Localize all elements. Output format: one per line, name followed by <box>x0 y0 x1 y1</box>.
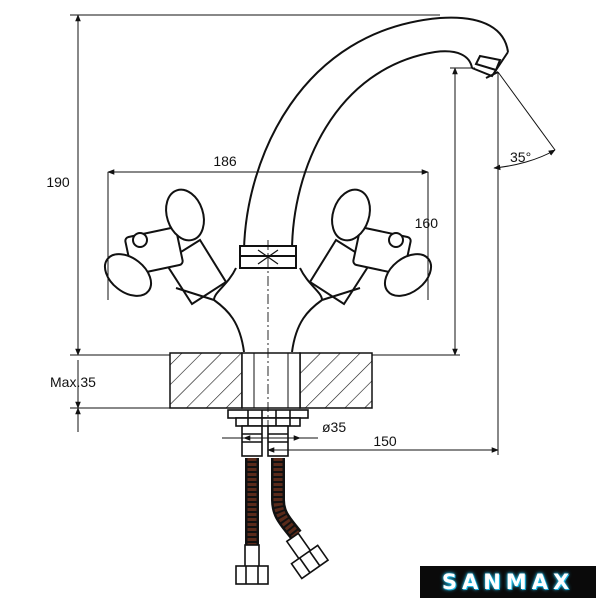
dimension-160: 160 <box>415 215 439 231</box>
dimension-190: 190 <box>46 174 70 190</box>
faucet-body <box>213 245 323 353</box>
dimension-max-35: Max.35 <box>50 374 96 390</box>
spout <box>243 16 509 253</box>
dimension-186: 186 <box>213 153 237 169</box>
brand-logo: SANMAX <box>420 566 596 598</box>
hose-fittings <box>235 532 330 585</box>
dimension-150: 150 <box>373 433 397 449</box>
brand-logo-text: SANMAX <box>441 570 575 594</box>
dimension-angle-35: 35° <box>510 149 531 165</box>
countertop-section <box>169 352 373 409</box>
flexible-hoses <box>245 458 302 545</box>
left-handle <box>103 188 228 306</box>
dimension-hole-diameter: ø35 <box>322 419 346 435</box>
right-handle <box>308 188 433 306</box>
dimension-lines <box>70 14 556 455</box>
